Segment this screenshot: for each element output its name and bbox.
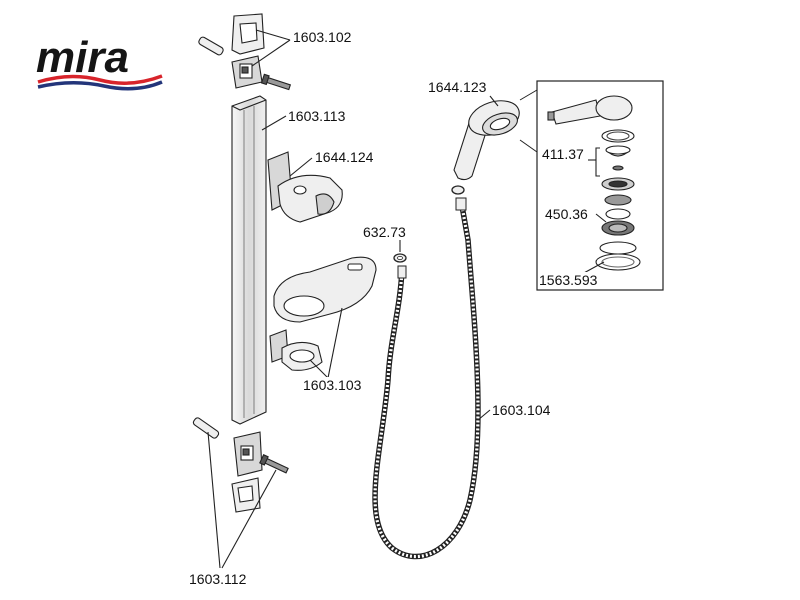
leader-1644-123 [489, 95, 499, 107]
label-411-37: 411.37 [541, 146, 585, 162]
shower-handset-drawing [453, 100, 520, 181]
label-1603-103: 1603.103 [302, 377, 363, 393]
leader-1603-103-b [309, 359, 329, 379]
logo-wordmark: mira [36, 33, 129, 82]
top-screw [260, 73, 292, 91]
leader-1603-112-b [221, 469, 277, 569]
label-1644-123: 1644.123 [427, 79, 488, 95]
handset-holder-drawing [267, 151, 343, 223]
label-1603-113: 1603.113 [287, 108, 347, 124]
leader-1603-112-a [207, 431, 221, 569]
mira-logo: mira [36, 33, 163, 91]
bottom-screw [259, 453, 289, 474]
seal-kit-bracket [595, 147, 600, 177]
leader-1603-102-a [255, 29, 291, 41]
bottom-pin [192, 417, 220, 439]
hose-washer-drawing [393, 185, 465, 263]
logo-wave-red [37, 74, 163, 85]
leader-1603-103-a [327, 307, 343, 379]
leader-1644-124 [289, 157, 313, 177]
soap-dish-drawing [273, 256, 377, 323]
flexible-hose-drawing [372, 197, 481, 560]
label-450-36: 450.36 [544, 206, 589, 222]
top-bracket-drawing [198, 13, 292, 91]
leader-1603-113 [261, 115, 287, 131]
exploded-handset-drawing [547, 95, 641, 271]
label-1644-124: 1644.124 [314, 149, 375, 165]
leader-450-36 [595, 213, 607, 223]
label-1603-102: 1603.102 [292, 29, 353, 45]
label-632-73: 632.73 [362, 224, 407, 240]
label-1563-593: 1563.593 [538, 272, 599, 288]
leader-1603-102-b [251, 39, 291, 67]
top-pin [198, 36, 224, 56]
logo-wave-blue [37, 80, 163, 91]
soap-dish-holder-drawing [269, 329, 323, 371]
slide-rail-drawing [231, 95, 267, 425]
label-1603-104: 1603.104 [491, 402, 552, 418]
bottom-bracket-drawing [192, 417, 289, 513]
leader-1603-104 [477, 409, 491, 421]
label-1603-112: 1603.112 [188, 571, 248, 587]
